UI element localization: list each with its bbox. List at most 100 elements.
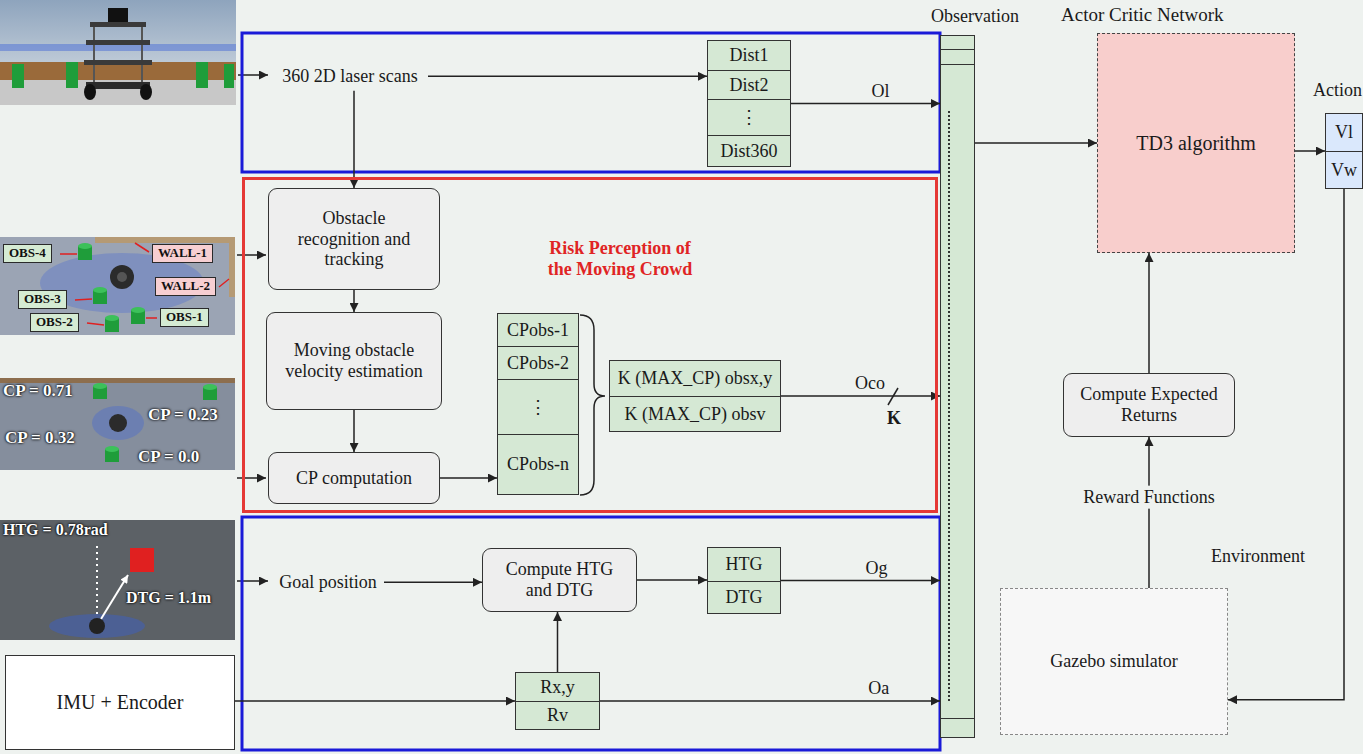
- vector-cell: CPobs-2: [498, 346, 578, 379]
- probability-vector: CPobs-1CPobs-2⋮CPobs-n: [497, 313, 579, 495]
- goal-scene-photo-part: [130, 548, 154, 572]
- column-divider: [941, 49, 974, 50]
- input-label: 360 2D laser scans: [272, 62, 428, 91]
- connector-arrow: [1148, 437, 1150, 588]
- node-text: IMU + Encoder: [57, 691, 184, 714]
- image-label: OBS-1: [160, 308, 209, 327]
- robot-scene-photo-part: [86, 82, 150, 89]
- connector-arrow: [557, 612, 559, 672]
- image-label: WALL-1: [152, 244, 213, 263]
- label-slot: OBS-2: [30, 313, 79, 332]
- cell-text: Dist2: [729, 75, 768, 96]
- risk-scene-photo-part: [93, 383, 107, 389]
- goal-scene-photo-part: [101, 575, 128, 619]
- vector-cell: HTG: [708, 548, 780, 581]
- risk-scene-photo-part: [203, 384, 217, 390]
- node-text: 360 2D laser scans: [282, 66, 417, 87]
- obstacle-scene-photo-part: [95, 237, 235, 243]
- cell-text: CPobs-2: [507, 353, 569, 374]
- robot-scene-photo-part: [86, 40, 150, 45]
- cell-text: HTG: [726, 554, 763, 575]
- cell-text: ⋮: [529, 397, 547, 418]
- image-label: HTG = 0.78rad: [3, 521, 108, 539]
- goal-vector: HTG DTG: [707, 547, 781, 614]
- obstacle-scene-photo-part: [0, 237, 235, 335]
- connector-arrow: [975, 142, 1097, 144]
- obstacle-scene-photo: [0, 237, 235, 335]
- edge-label-slot: Oco: [855, 373, 885, 394]
- action-vector: ActionVlVw: [1325, 113, 1363, 189]
- sensor-box: IMU + Encoder: [5, 655, 235, 750]
- image-label: OBS-4: [3, 244, 52, 263]
- node-text: Gazebo simulator: [1050, 651, 1177, 672]
- obstacle-scene-photo-part: [146, 317, 157, 319]
- obstacle-scene-photo-part: [105, 315, 119, 321]
- goal-scene-photo: [0, 520, 235, 640]
- cell-text: CPobs-1: [507, 320, 569, 341]
- image-label: CP = 0.71: [3, 381, 73, 401]
- image-label: CP = 0.32: [5, 428, 75, 448]
- robot-scene-photo-part: [12, 64, 24, 88]
- edge-label: Oco: [855, 373, 885, 394]
- observation-vector: Dist1Dist2⋮Dist360: [707, 40, 791, 167]
- image-label: CP = 0.23: [148, 405, 218, 425]
- node-heading: Action: [1313, 80, 1362, 101]
- label-slot: CP = 0.71: [3, 381, 73, 401]
- cell-text: Rx,y: [540, 677, 575, 698]
- connector-arrow: [1228, 189, 1344, 700]
- column-divider: [941, 718, 974, 719]
- label-slot: HTG = 0.78rad: [3, 521, 108, 539]
- robot-scene-photo-part: [90, 22, 146, 27]
- goal-scene-photo-part: [89, 618, 105, 634]
- node-text: Compute Expected Returns: [1074, 384, 1224, 425]
- obstacle-scene-photo-part: [219, 279, 229, 287]
- risk-scene-photo: [0, 378, 235, 470]
- edge-label: Oa: [868, 678, 889, 699]
- node-text: Compute HTG and DTG: [500, 559, 620, 600]
- obstacle-scene-photo-part: [93, 287, 107, 293]
- edge-label: Og: [865, 558, 887, 579]
- connector-arrow: [791, 103, 940, 105]
- vector-cell: Rx,y: [516, 673, 599, 701]
- label-slot: CP = 0.32: [5, 428, 75, 448]
- image-label: K: [887, 408, 901, 429]
- robot-scene-photo-part: [224, 64, 234, 88]
- connector-arrow: [353, 410, 355, 452]
- connector-arrow: [781, 580, 940, 582]
- label-slot: OBS-1: [160, 308, 209, 327]
- node-heading: Actor Critic Network: [1061, 4, 1224, 26]
- title-slot: Risk Perception of the Moving Crowd: [545, 238, 695, 279]
- cell-text: DTG: [726, 587, 763, 608]
- node-text: CP computation: [296, 468, 412, 489]
- obstacle-scene-photo-part: [87, 323, 104, 325]
- vector-cell: DTG: [708, 581, 780, 613]
- connector-arrow: [781, 395, 940, 397]
- label-slot: OBS-3: [18, 290, 67, 309]
- connector-arrow: [600, 700, 940, 702]
- edge-label: Ol: [871, 81, 889, 102]
- obstacle-scene-photo-part: [60, 253, 77, 255]
- image-label: OBS-2: [30, 313, 79, 332]
- group-frames: [242, 33, 940, 750]
- obstacle-scene-photo-part: [131, 307, 145, 313]
- process-box: Moving obstacle velocity estimation: [266, 312, 442, 410]
- node-text: Obstacle recognition and tracking: [288, 208, 420, 270]
- connector-arrow: [637, 579, 707, 581]
- label-slot: CP = 0.0: [138, 447, 199, 467]
- vector-cell: Vl: [1326, 114, 1362, 151]
- connector-arrow: [440, 477, 497, 479]
- obstacle-scene-photo-part: [135, 243, 149, 252]
- vector-cell: Dist2: [708, 70, 790, 99]
- label-slot: DTG = 1.1m: [126, 589, 211, 607]
- connector-arrow: [428, 76, 707, 78]
- robot-scene-photo: [0, 0, 236, 105]
- column-divider: [941, 64, 974, 65]
- feature-vector: K (MAX_CP) obsx,yK (MAX_CP) obsv: [609, 360, 781, 432]
- label-slot: CP = 0.23: [148, 405, 218, 425]
- edge-label: Reward Functions: [1078, 486, 1219, 509]
- connector-arrow: [353, 91, 355, 188]
- cell-text: Vw: [1331, 160, 1357, 181]
- heading-slot: Observation: [931, 6, 1019, 27]
- connector-arrow: [235, 700, 515, 702]
